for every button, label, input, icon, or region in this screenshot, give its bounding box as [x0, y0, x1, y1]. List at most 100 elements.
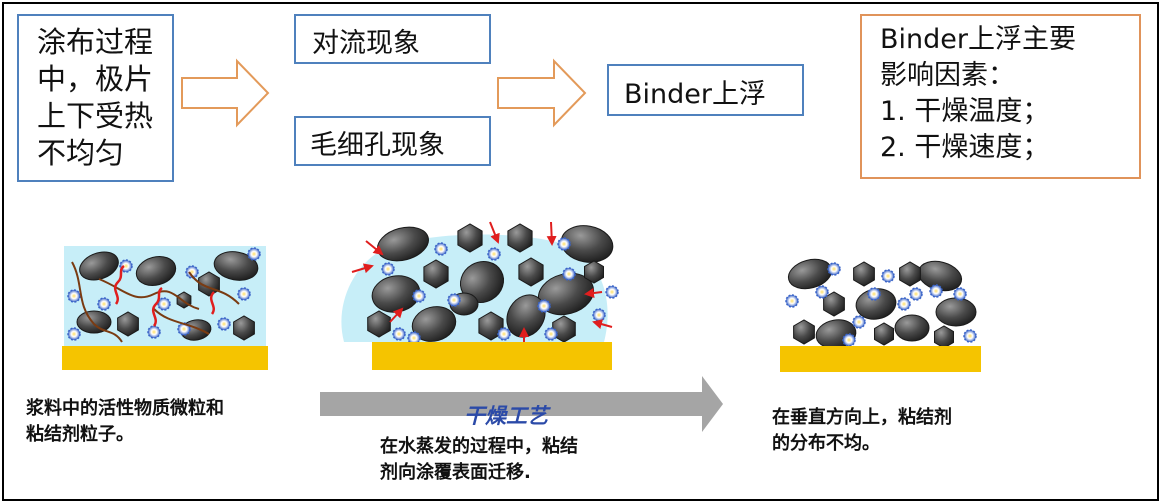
binder-particle [147, 325, 161, 339]
active-particle [787, 258, 833, 290]
factors-line: 2. 干燥速度； [880, 132, 1050, 163]
result-illustration [780, 258, 981, 372]
binder-fiber [71, 261, 123, 343]
active-particle [367, 310, 391, 338]
binder-particle [557, 237, 571, 251]
binder-particle [897, 297, 911, 311]
binder-particle [247, 247, 261, 261]
cause-box: 涂布过程 中，极片 上下受热 不均匀 [17, 14, 174, 182]
slurry-caption: 浆料中的活性物质微粒和 粘结剂粒子。 [26, 396, 224, 448]
scene-1-binder-fibers [71, 261, 240, 343]
active-particle [233, 315, 255, 341]
active-particle [79, 251, 119, 281]
migration-arrow [489, 221, 500, 244]
binder-particle [392, 327, 406, 341]
binder-particle [217, 317, 231, 331]
binder-particle [97, 297, 111, 311]
migration-caption: 在水蒸发的过程中，粘结 剂向涂覆表面迁移. [380, 434, 578, 486]
substrate-3 [780, 346, 981, 372]
result-caption-line: 在垂直方向上，粘结剂 [772, 407, 952, 428]
binder-particle [842, 333, 856, 347]
heat-squiggle [151, 286, 163, 327]
result-caption: 在垂直方向上，粘结剂 的分布不均。 [772, 405, 952, 457]
active-particle [899, 261, 921, 287]
binder-particle [592, 308, 606, 322]
binder-float-label: Binder上浮 [624, 79, 766, 110]
binder-fiber [98, 278, 200, 310]
slurry-illustration [62, 246, 268, 370]
active-particle [793, 319, 815, 345]
cause-line: 上下受热 [37, 99, 154, 133]
drying-illustration [341, 221, 619, 370]
binder-float-box: Binder上浮 [607, 64, 804, 116]
migration-arrow [365, 240, 384, 256]
arrow-to-binder-float [497, 58, 587, 128]
active-particle [135, 256, 177, 286]
binder-particle [487, 247, 501, 261]
scene-3-particles [785, 258, 977, 349]
slurry-caption-line: 浆料中的活性物质微粒和 [26, 398, 224, 419]
migration-caption-line: 剂向涂覆表面迁移. [380, 462, 531, 483]
cause-line: 不均匀 [37, 136, 125, 170]
binder-particle [881, 269, 895, 283]
drying-process-label: 干燥工艺 [464, 404, 548, 428]
binder-particle [497, 327, 511, 341]
binder-particle [237, 287, 251, 301]
heat-squiggle [113, 264, 125, 305]
capillary-label: 毛细孔现象 [310, 130, 445, 161]
substrate-1 [62, 346, 268, 370]
cause-line: 涂布过程 [37, 25, 154, 59]
active-particle [76, 310, 112, 334]
binder-particle [827, 262, 841, 276]
scene-1-red-squiggles [113, 264, 215, 327]
illustration-canvas [62, 58, 981, 432]
slurry-caption-line: 粘结剂粒子。 [26, 424, 134, 445]
binder-particle [412, 289, 426, 303]
binder-particle [953, 287, 967, 301]
arrow-to-phenomena [181, 58, 270, 128]
active-particle [518, 257, 544, 287]
active-particle [584, 260, 604, 284]
active-particle [457, 223, 483, 253]
active-particle [411, 306, 457, 342]
active-particle [874, 322, 894, 346]
active-particle [506, 294, 546, 338]
migration-arrow [389, 307, 404, 323]
convection-box: 对流现象 [294, 14, 491, 64]
binder-particle [785, 294, 799, 308]
binder-particle [562, 267, 576, 281]
active-particle [853, 261, 875, 287]
migration-arrow [592, 319, 613, 329]
binder-particle [815, 285, 829, 299]
binder-particle [67, 289, 81, 303]
active-particle [117, 311, 139, 337]
capillary-box: 毛细孔现象 [294, 116, 491, 166]
binder-particle [185, 265, 199, 279]
binder-particle [605, 285, 619, 299]
migration-arrow [351, 263, 374, 274]
binder-fiber [188, 271, 240, 305]
convection-label: 对流现象 [312, 28, 420, 59]
active-particle [478, 311, 504, 341]
binder-particle [909, 287, 923, 301]
heat-squiggle [209, 291, 215, 315]
active-particle [423, 259, 449, 289]
cause-line: 中，极片 [37, 62, 154, 96]
active-particle [934, 325, 954, 349]
binder-particle [867, 287, 881, 301]
substrate-2 [372, 342, 612, 370]
migration-caption-line: 在水蒸发的过程中，粘结 [380, 436, 578, 457]
binder-particle [157, 297, 171, 311]
binder-particle [381, 262, 395, 276]
binder-particle [447, 293, 461, 307]
binder-particle [963, 329, 977, 343]
binder-particle [434, 242, 448, 256]
scene-2-particles [367, 223, 619, 345]
factors-line: Binder上浮主要 [880, 24, 1076, 55]
binder-particle [407, 331, 421, 345]
factors-box: Binder上浮主要 影响因素： 1. 干燥温度； 2. 干燥速度； [860, 14, 1141, 179]
binder-particle [537, 299, 551, 313]
result-caption-line: 的分布不均。 [772, 433, 880, 454]
scene-2-migration-arrows [351, 221, 613, 342]
